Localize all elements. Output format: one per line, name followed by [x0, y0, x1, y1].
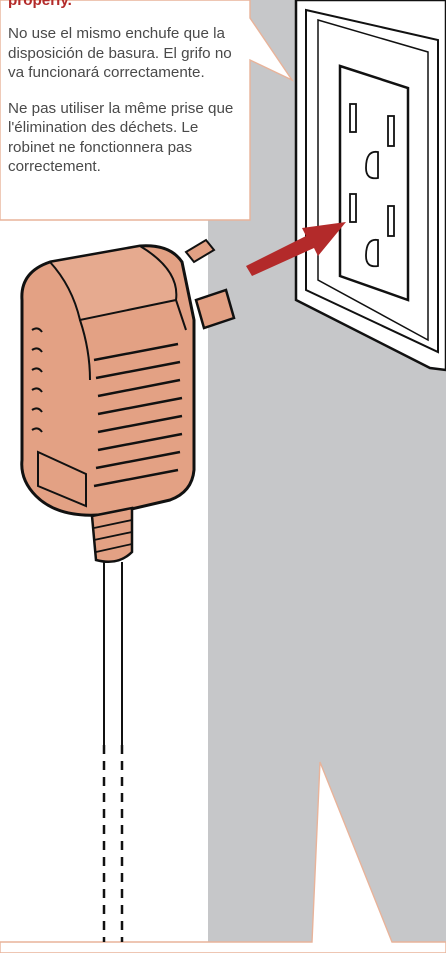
adapter-strain-relief [92, 508, 132, 562]
warning-text-block: No use el mismo enchufe que la disposici… [8, 24, 240, 193]
adapter-cord [104, 562, 122, 745]
warning-spanish: No use el mismo enchufe que la disposici… [8, 24, 240, 83]
power-adapter [22, 240, 234, 942]
warning-french: Ne pas utiliser la même prise que l'élim… [8, 99, 240, 177]
outlet-ground-bottom [366, 240, 378, 266]
outlet-ground-top [366, 152, 378, 178]
outlet-slot-top-left [350, 104, 356, 132]
outlet-slot-top-right [388, 116, 394, 146]
adapter-cord-dashed [104, 745, 122, 942]
outlet-slot-bottom-left [350, 194, 356, 222]
warning-english-tail: properly. [8, 0, 72, 9]
outlet-slot-bottom-right [388, 206, 394, 236]
